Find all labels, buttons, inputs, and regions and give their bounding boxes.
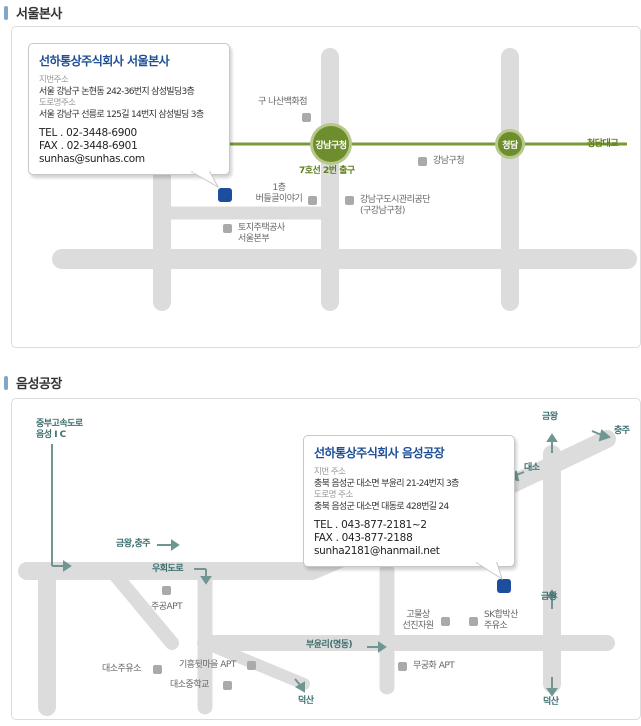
email[interactable]: sunhas@sunhas.com: [39, 153, 145, 165]
fax: FAX . 02-3448-6901: [39, 140, 138, 152]
landmark-marker-icon: [302, 113, 311, 122]
label-berdle: 1층 버들골이야기: [255, 183, 303, 204]
landmark-marker-icon: [223, 224, 232, 233]
lot-address: 서울 강남구 논현동 242-36번지 삼성빌딩3층: [39, 87, 195, 97]
label-facility: 강남구도시관리공단 (구강남구청): [360, 195, 431, 216]
label-gangnam-office: 강남구청: [433, 156, 465, 166]
road-address-label: 도로명주소: [39, 98, 76, 108]
road: [105, 564, 179, 650]
lot-address: 충북 음성군 대소면 부윤리 21-24번지 3층: [314, 479, 459, 489]
label-daeso-school: 대소중학교: [170, 680, 209, 690]
landmark-marker-icon: [162, 586, 171, 595]
label-buyun: 부윤리(명동): [306, 640, 353, 650]
label-daeso: 대소: [524, 463, 540, 473]
landmark-marker-icon: [247, 661, 256, 670]
eumseong-map[interactable]: 중부고속도로 음성 I C 금왕 충주 대소 금왕,충주 우회도로 주공APT …: [11, 398, 641, 720]
label-geumwang-right: 금왕: [541, 592, 557, 602]
section-marker-icon: [4, 375, 8, 390]
label-ic: 중부고속도로 음성 I C: [36, 419, 83, 440]
label-chungju-top: 충주: [614, 426, 630, 436]
eumseong-info-card: 선하통상주식회사 음성공장 지번 주소 충북 음성군 대소면 부윤리 21-24…: [303, 435, 515, 567]
section-marker-icon: [4, 5, 8, 20]
card-title: 선하통상주식회사 서울본사: [39, 54, 170, 68]
landmark-marker-icon: [418, 157, 427, 166]
landmark-marker-icon: [441, 617, 450, 626]
label-jugong: 주공APT: [151, 602, 183, 612]
landmark-marker-icon: [308, 196, 317, 205]
label-goraesang: 고물상 선진자원: [402, 610, 434, 631]
label-exit: 7호선 2번 출구: [299, 166, 355, 176]
seoul-heading: 서울본사: [16, 7, 62, 22]
station-gangnamgu-office[interactable]: 강남구청: [313, 126, 349, 162]
landmark-marker-icon: [223, 681, 232, 690]
label-sk: SK합박산 주유소: [484, 610, 518, 631]
label-lh: 토지주택공사 서울본부: [238, 223, 285, 244]
landmark-marker-icon: [153, 665, 162, 674]
seoul-roads: [52, 48, 637, 311]
station-cheongdam[interactable]: 청담: [498, 132, 522, 156]
road-address: 충북 음성군 대소면 대동로 428번길 24: [314, 502, 449, 512]
eumseong-heading: 음성공장: [16, 377, 62, 392]
label-daeso-gas: 대소주유소: [102, 664, 141, 674]
lot-address-label: 지번 주소: [314, 467, 346, 477]
label-mugunghwa: 무궁화 APT: [413, 661, 455, 671]
card-title: 선하통상주식회사 음성공장: [314, 446, 445, 460]
label-gyeoul: 기흥뒷마을 APT: [179, 660, 236, 670]
label-cheongdam-bridge: 청담대교: [587, 139, 619, 149]
phone: TEL . 02-3448-6900: [39, 127, 137, 139]
label-nasan: 구 나산백화점: [258, 97, 308, 107]
seoul-section-title: 서울본사: [4, 3, 62, 22]
landmark-marker-icon: [469, 617, 478, 626]
eumseong-factory-pin-icon[interactable]: [497, 579, 511, 593]
label-geumwang-chungju: 금왕,충주: [116, 539, 151, 549]
seoul-map[interactable]: 강남구청 청담 구 나산백화점 7호선 2번 출구 강남구청 청담대교 1층 버…: [11, 26, 641, 348]
landmark-marker-icon: [398, 662, 407, 671]
email[interactable]: sunha2181@hanmail.net: [314, 545, 440, 557]
road-address-label: 도로명 주소: [314, 490, 353, 500]
phone: TEL . 043-877-2181~2: [314, 519, 427, 531]
seoul-office-pin-icon[interactable]: [218, 188, 232, 202]
fax: FAX . 043-877-2188: [314, 532, 413, 544]
landmark-marker-icon: [345, 196, 354, 205]
road-address: 서울 강남구 선릉로 125길 14번지 삼성빌딩 3층: [39, 110, 204, 120]
label-deoksan-left: 덕산: [298, 696, 314, 706]
label-geumwang-top: 금왕: [542, 412, 558, 422]
seoul-info-card: 선하통상주식회사 서울본사 지번주소 서울 강남구 논현동 242-36번지 삼…: [28, 43, 230, 175]
label-deoksan-right: 덕산: [543, 697, 559, 707]
eumseong-section-title: 음성공장: [4, 373, 62, 392]
lot-address-label: 지번주소: [39, 75, 69, 85]
label-bypass: 우회도로: [152, 564, 184, 574]
